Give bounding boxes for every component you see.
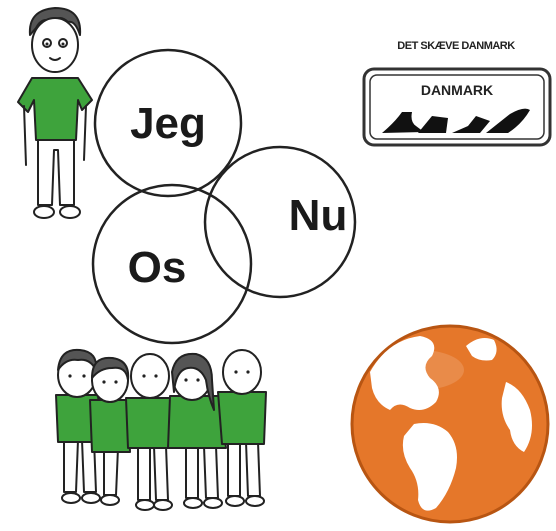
venn-circles <box>91 48 357 345</box>
circle-label-jeg: Jeg <box>130 99 206 148</box>
child-figure-icon <box>17 7 93 219</box>
circle-label-os: Os <box>128 243 187 292</box>
logo-caption: DET SKÆVE DANMARK <box>397 40 515 52</box>
circle-os <box>91 183 253 345</box>
denmark-map-icon <box>362 67 552 147</box>
circle-jeg <box>93 48 243 198</box>
group-of-children-icon <box>55 348 267 511</box>
globe-icon <box>350 324 550 524</box>
circle-label-nu: Nu <box>289 191 348 240</box>
circle-nu <box>203 145 357 299</box>
logo-sign-text: DANMARK <box>421 82 493 98</box>
